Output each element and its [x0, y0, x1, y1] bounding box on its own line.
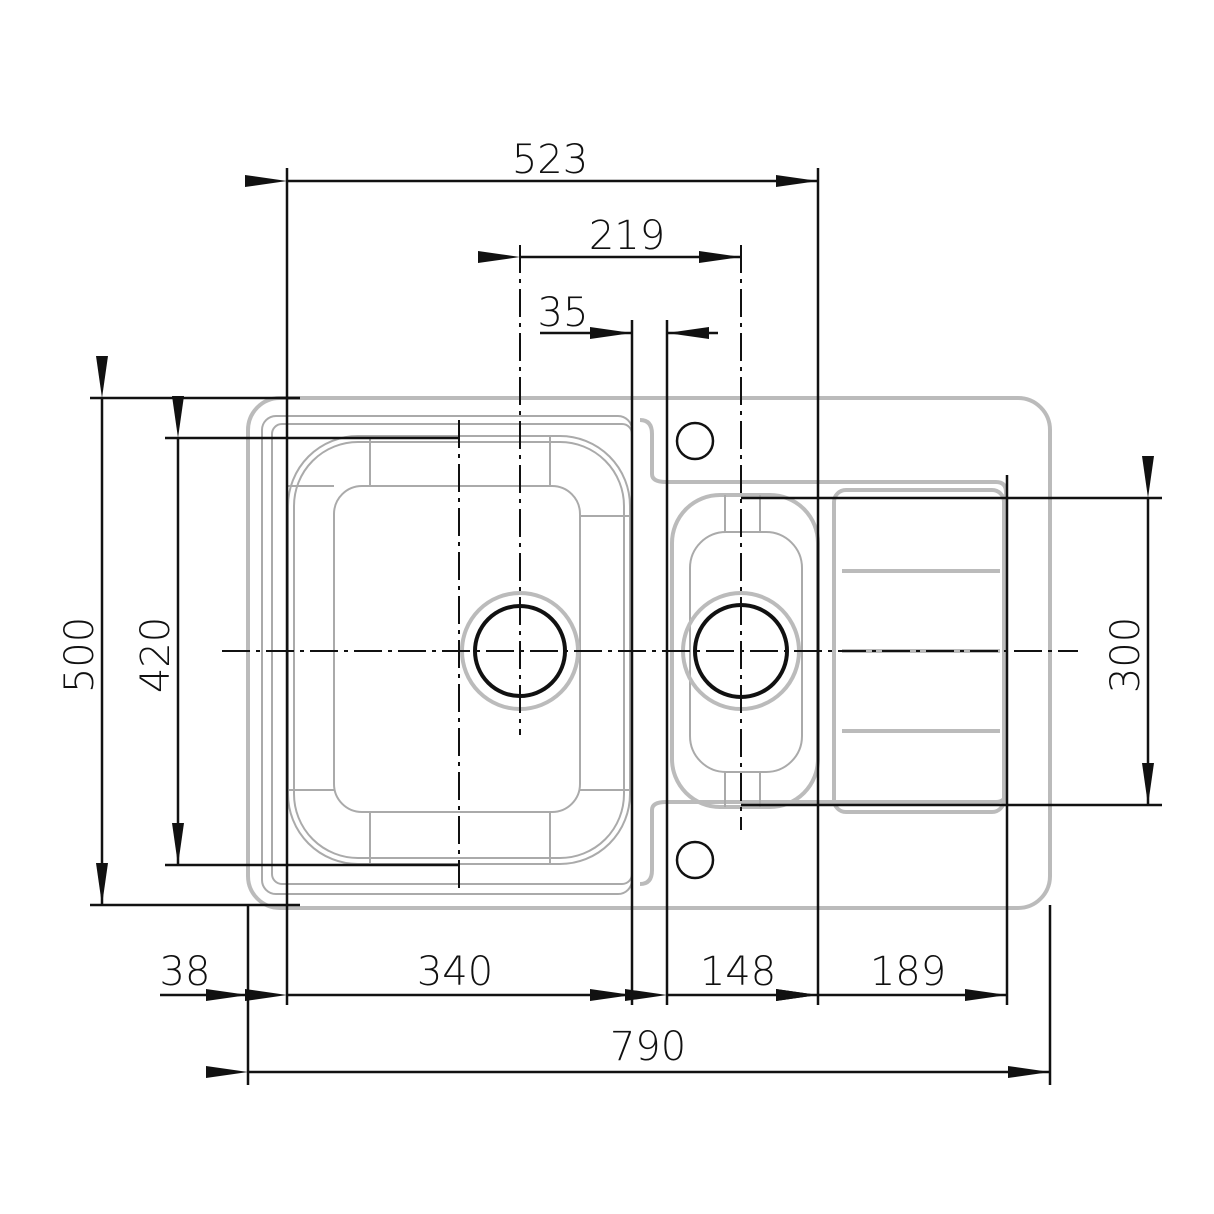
tap-holes — [675, 421, 715, 880]
dim-drain-to-drain: 219 — [589, 213, 665, 259]
dim-overall-depth: 500 — [57, 617, 103, 693]
dim-small-bowl-depth: 300 — [1103, 617, 1149, 693]
center-lines — [222, 245, 1078, 890]
dim-main-bowl-width: 340 — [417, 949, 493, 995]
dim-small-bowl-width: 148 — [700, 949, 776, 995]
dim-main-bowl-depth: 420 — [133, 617, 179, 693]
dim-overall-width: 790 — [610, 1024, 686, 1070]
extension-lines — [90, 168, 1162, 1085]
tap-hole-icon — [675, 840, 715, 880]
tap-hole-icon — [675, 421, 715, 461]
dim-divider: 35 — [538, 290, 589, 336]
dim-drain-span: 523 — [512, 137, 588, 183]
dim-drainer-width: 189 — [870, 949, 946, 995]
dim-left-rim: 38 — [160, 949, 211, 995]
dimension-lines — [96, 175, 1154, 1078]
